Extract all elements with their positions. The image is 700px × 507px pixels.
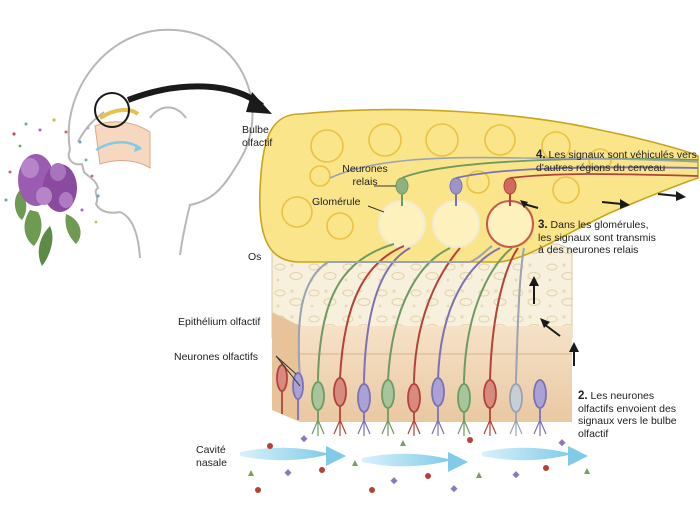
- airflow-arrows: [240, 446, 588, 472]
- label-epithelium-olfactif: Epithélium olfactif: [178, 316, 261, 328]
- zoom-arrow-head: [246, 92, 272, 114]
- label-glomerule: Glomérule: [312, 196, 361, 208]
- glomerulus-red: [486, 200, 534, 248]
- glomerulus-green: [378, 200, 426, 248]
- step-2-text: Les neurones olfactifs envoient des sign…: [578, 390, 677, 440]
- axon-bundles: [297, 243, 525, 381]
- olfactory-neurons: [276, 362, 547, 436]
- label-neurones-relais: Neurones relais: [342, 163, 388, 188]
- label-cavite-nasale: Cavité nasale: [196, 444, 227, 469]
- odor-molecules: [248, 435, 590, 493]
- zoom-arrow: [126, 83, 264, 109]
- glomerulus-violet: [432, 200, 480, 248]
- lilac-flower: [14, 154, 81, 266]
- label-os: Os: [248, 251, 262, 263]
- step-2-number: 2.: [578, 390, 588, 402]
- head-illustration: [67, 28, 254, 259]
- step-4-label: 4. Les signaux sont véhiculés vers d'aut…: [536, 149, 700, 174]
- label-neurones-olfactifs: Neurones olfactifs: [174, 351, 259, 363]
- direction-arrows: [520, 191, 686, 366]
- glomeruli: [378, 200, 534, 248]
- epithelium-layer: [272, 312, 300, 422]
- step-3-text: Dans les glomérules, les signaux sont tr…: [538, 219, 656, 256]
- nasal-cavity: [94, 107, 151, 169]
- step-4-text: Les signaux sont véhiculés vers d'autres…: [536, 149, 697, 174]
- neurons-pointer-lines: [275, 355, 301, 387]
- step-3-label: 3. Dans les glomérules, les signaux sont…: [538, 219, 662, 257]
- glomerule-pointer-line: [367, 205, 385, 213]
- step-4-number: 4.: [536, 149, 546, 161]
- step-3-number: 3.: [538, 219, 548, 231]
- label-bulbe-olfactif: Bulbe olfactif: [242, 124, 273, 149]
- relay-neurons: [329, 156, 699, 206]
- bulb-circles: [281, 123, 612, 240]
- step-2-label: 2. Les neurones olfactifs envoient des s…: [578, 390, 690, 440]
- zoom-circle: [94, 92, 130, 128]
- cilia: [311, 419, 547, 436]
